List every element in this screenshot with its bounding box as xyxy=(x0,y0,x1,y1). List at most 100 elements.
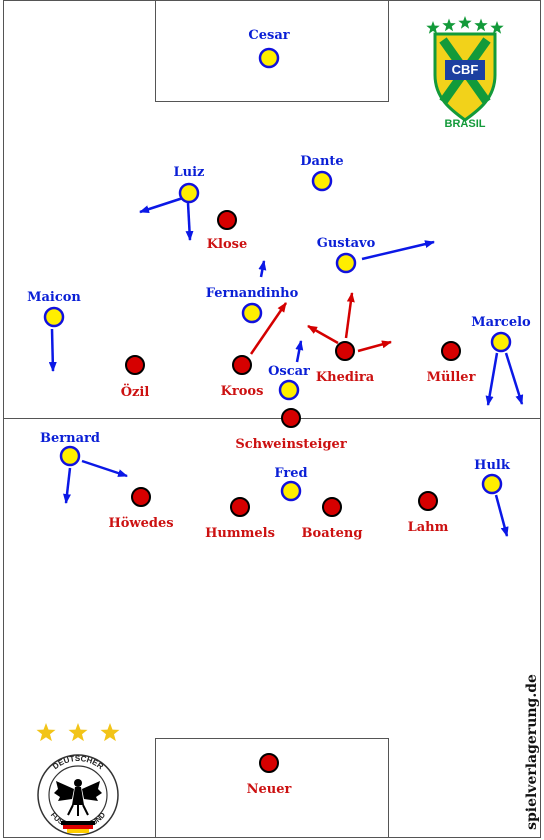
germany-players: Klose Özil Kroos Khedira Müller Schweins… xyxy=(108,210,476,797)
movement-arrow xyxy=(185,202,194,241)
movement-arrow xyxy=(307,324,339,345)
player-luiz: Luiz xyxy=(174,165,205,204)
player-name: Khedira xyxy=(316,370,375,385)
brazil-arrows xyxy=(48,195,524,537)
dfb-eagle-icon xyxy=(54,779,102,816)
star-icon xyxy=(68,723,88,742)
movement-arrow xyxy=(357,340,392,353)
bottom-penalty-box xyxy=(155,738,389,838)
player-neuer: Neuer xyxy=(247,753,292,797)
player-marker xyxy=(311,170,333,192)
player-name: Gustavo xyxy=(317,236,376,251)
player-marker xyxy=(259,753,279,773)
movement-arrow xyxy=(249,302,288,355)
movement-arrow xyxy=(258,260,267,278)
dfb-badge: DEUTSCHER FUSSBALL-BUND xyxy=(36,723,120,836)
player-marker xyxy=(125,355,145,375)
player-marker xyxy=(322,497,342,517)
cbf-stars xyxy=(426,16,504,34)
player-name: Höwedes xyxy=(108,516,173,531)
pitch-markings xyxy=(3,0,541,838)
player-boateng: Boateng xyxy=(302,497,362,541)
player-hulk: Hulk xyxy=(474,458,511,495)
player-khedira: Khedira xyxy=(316,341,375,385)
player-name: Schweinsteiger xyxy=(235,437,347,452)
star-icon xyxy=(100,723,120,742)
brazil-players: Cesar Luiz Dante Gustavo Maicon Fernandi… xyxy=(27,28,531,502)
movement-arrow xyxy=(295,340,304,363)
player-marker xyxy=(43,306,65,328)
player-howedes: Höwedes xyxy=(108,487,174,531)
cbf-badge: CBF BRASIL xyxy=(426,16,504,130)
player-marker xyxy=(241,302,263,324)
star-icon xyxy=(474,18,488,32)
player-marker xyxy=(281,408,301,428)
movement-arrow xyxy=(361,240,435,261)
movement-arrow xyxy=(48,328,57,372)
movement-arrow xyxy=(344,292,355,339)
player-name: Cesar xyxy=(248,28,289,43)
watermark: spielverlagerung.de xyxy=(524,674,540,830)
player-hummels: Hummels xyxy=(205,497,275,541)
movement-arrow xyxy=(504,352,524,405)
player-name: Maicon xyxy=(27,290,81,305)
movement-arrow xyxy=(81,459,128,478)
player-marker xyxy=(418,491,438,511)
player-fred: Fred xyxy=(274,466,308,502)
star-icon xyxy=(490,21,504,34)
player-marker xyxy=(59,445,81,467)
player-schweinsteiger: Schweinsteiger xyxy=(235,408,347,452)
germany-arrows xyxy=(249,292,392,355)
cbf-country: BRASIL xyxy=(445,118,486,130)
player-name: Marcelo xyxy=(471,315,531,330)
player-marcelo: Marcelo xyxy=(471,315,531,353)
player-name: Müller xyxy=(427,370,476,385)
player-gustavo: Gustavo xyxy=(317,236,376,274)
player-fernandinho: Fernandinho xyxy=(206,286,299,324)
player-ozil: Özil xyxy=(121,355,150,400)
dfb-stars xyxy=(36,723,120,742)
player-name: Luiz xyxy=(174,165,205,180)
cbf-initials: CBF xyxy=(452,62,479,77)
player-name: Oscar xyxy=(268,364,310,379)
player-marker xyxy=(178,182,200,204)
player-bernard: Bernard xyxy=(40,431,100,467)
player-marker xyxy=(258,47,280,69)
player-maicon: Maicon xyxy=(27,290,81,328)
player-name: Neuer xyxy=(247,782,292,797)
player-name: Dante xyxy=(300,154,343,169)
player-name: Hulk xyxy=(474,458,511,473)
player-name: Klose xyxy=(207,237,248,252)
player-marker xyxy=(490,331,512,353)
star-icon xyxy=(442,18,456,32)
player-name: Lahm xyxy=(408,520,449,535)
player-kroos: Kroos xyxy=(221,355,264,399)
player-name: Hummels xyxy=(205,526,275,541)
player-marker xyxy=(230,497,250,517)
player-marker xyxy=(481,473,503,495)
player-name: Fernandinho xyxy=(206,286,299,301)
player-marker xyxy=(217,210,237,230)
player-marker xyxy=(335,341,355,361)
player-marker xyxy=(441,341,461,361)
player-lahm: Lahm xyxy=(408,491,449,535)
player-oscar: Oscar xyxy=(268,364,310,401)
cbf-center-band xyxy=(445,60,485,80)
top-penalty-box xyxy=(155,0,389,102)
player-name: Fred xyxy=(274,466,307,481)
player-muller: Müller xyxy=(427,341,476,385)
player-marker xyxy=(335,252,357,274)
player-klose: Klose xyxy=(207,210,248,252)
player-name: Özil xyxy=(121,383,150,400)
star-icon xyxy=(36,723,56,742)
movement-arrow xyxy=(63,467,72,504)
player-name: Kroos xyxy=(221,384,264,399)
movement-arrow xyxy=(139,195,187,214)
player-marker xyxy=(280,480,302,502)
player-name: Bernard xyxy=(40,431,100,446)
movement-arrow xyxy=(494,494,509,537)
movement-arrow xyxy=(485,352,499,406)
player-marker xyxy=(232,355,252,375)
player-marker xyxy=(131,487,151,507)
